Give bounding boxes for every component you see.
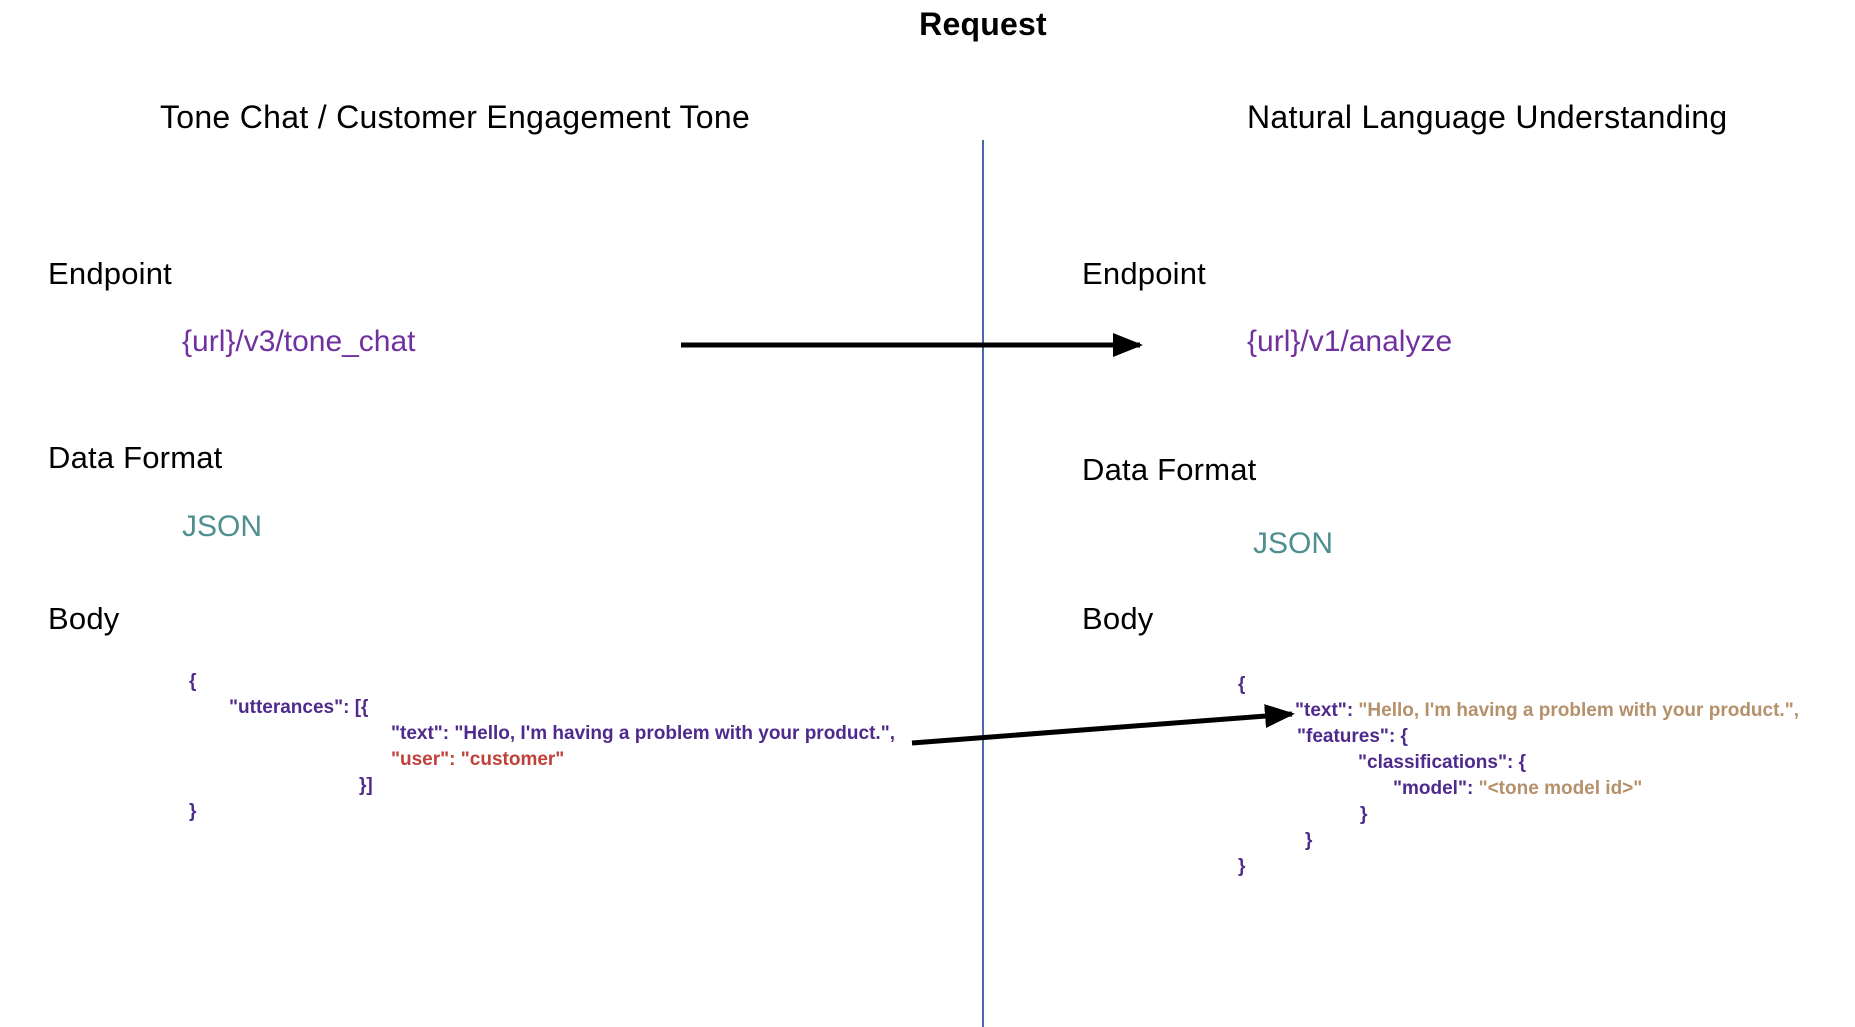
code-sep: : <box>1466 778 1479 799</box>
right-body-label: Body <box>1082 601 1154 636</box>
body-text-mapping-arrow <box>911 704 1295 746</box>
code-line: "utterances": [{ <box>229 697 369 718</box>
code-line: { <box>1238 674 1246 695</box>
left-body-label: Body <box>48 601 120 636</box>
code-line: "text": "Hello, I'm having a problem wit… <box>391 723 895 744</box>
left-endpoint-value: {url}/v3/tone_chat <box>182 325 416 358</box>
left-data-format-value: JSON <box>182 510 263 543</box>
code-line: "classifications": { <box>1358 752 1526 773</box>
code-value: "Hello, I'm having a problem with your p… <box>1358 700 1799 721</box>
right-endpoint-value: {url}/v1/analyze <box>1247 325 1453 358</box>
left-endpoint-label: Endpoint <box>48 256 172 291</box>
code-line: } <box>1238 856 1246 877</box>
code-key: "text" <box>1295 700 1347 721</box>
code-line: } <box>1360 804 1368 825</box>
right-data-format-value: JSON <box>1253 527 1334 560</box>
left-column-header: Tone Chat / Customer Engagement Tone <box>159 99 751 135</box>
left-body-code: { "utterances": [{ "text": "Hello, I'm h… <box>189 669 895 825</box>
left-data-format-label: Data Format <box>48 440 223 475</box>
code-line: }] <box>359 775 373 796</box>
code-line: "text": "Hello, I'm having a problem wit… <box>1295 698 1799 724</box>
right-endpoint-label: Endpoint <box>1082 256 1206 291</box>
page-title: Request <box>919 6 1047 42</box>
right-column-header: Natural Language Understanding <box>1247 99 1728 135</box>
column-divider <box>982 140 984 1027</box>
code-sep: : <box>1346 700 1359 721</box>
right-data-format-label: Data Format <box>1082 452 1257 487</box>
code-line: { <box>189 671 197 692</box>
code-key: "model" <box>1393 778 1467 799</box>
code-line: "features": { <box>1297 726 1408 747</box>
code-line: "user": "customer" <box>391 749 565 770</box>
code-line: } <box>1305 830 1313 851</box>
right-body-code: { "text": "Hello, I'm having a problem w… <box>1238 672 1799 880</box>
code-line: "model": "<tone model id>" <box>1393 776 1799 802</box>
code-line: } <box>189 801 197 822</box>
code-value: "<tone model id>" <box>1478 778 1643 799</box>
